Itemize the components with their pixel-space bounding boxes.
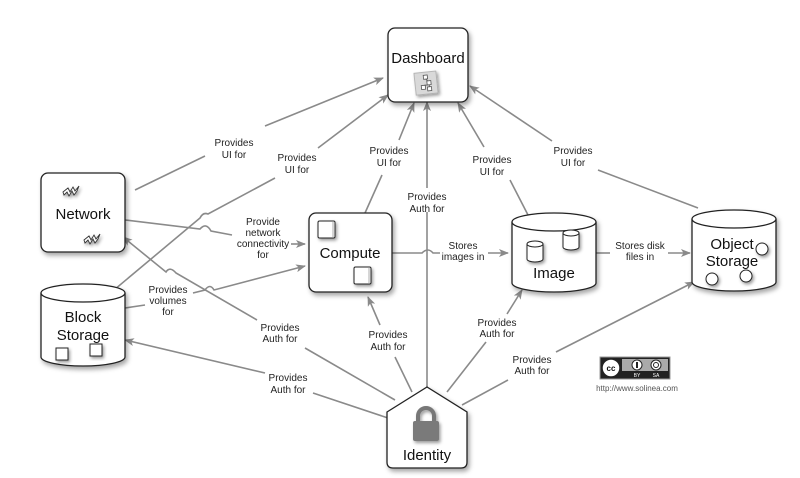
- edge-line: [367, 296, 381, 326]
- edge-line: [134, 155, 206, 191]
- edge-line: [124, 338, 266, 374]
- block-storage-cylinder-top: [40, 283, 126, 303]
- cc-icon: [601, 358, 621, 378]
- disk-icon: [526, 229, 580, 263]
- lightning-icon: [62, 185, 80, 197]
- compute-label: Compute: [320, 245, 381, 262]
- edge-line: [461, 379, 509, 406]
- node-dashboard[interactable]: Dashboard: [387, 27, 469, 103]
- edge-line: [509, 179, 529, 216]
- edge-line: [304, 347, 396, 401]
- edge-line: [555, 281, 695, 353]
- volume-icon: [55, 343, 103, 361]
- network-label: Network: [55, 206, 111, 223]
- edge-line: [124, 304, 146, 309]
- edge-line: [392, 249, 440, 254]
- server-icon: [317, 220, 372, 285]
- sa-text: SA: [653, 373, 660, 379]
- edge-line: [192, 264, 306, 294]
- node-compute[interactable]: Compute: [308, 212, 393, 293]
- by-text: BY: [634, 373, 641, 379]
- edge-line: [506, 289, 523, 315]
- edge-line: [469, 85, 553, 142]
- edge-line: [446, 341, 487, 393]
- edge-line: [317, 94, 389, 149]
- node-identity[interactable]: Identity: [386, 386, 468, 469]
- cc-license-badge[interactable]: cc BY SA: [599, 356, 671, 380]
- edge-line: [124, 219, 233, 236]
- network-box: [40, 172, 126, 253]
- lock-icon: [413, 406, 439, 441]
- credit-url[interactable]: http://www.solinea.com: [596, 384, 678, 393]
- node-network[interactable]: Network: [40, 172, 126, 253]
- edge-line: [107, 177, 276, 296]
- edge-line: [398, 102, 415, 141]
- dashboard-label: Dashboard: [391, 50, 464, 67]
- cc-text: cc: [607, 364, 616, 373]
- edge-line: [364, 174, 383, 214]
- object-storage-cylinder-top: [691, 209, 777, 229]
- image-cylinder-top: [511, 212, 597, 232]
- image-label: Image: [533, 265, 575, 282]
- dashboard-box: [387, 27, 469, 103]
- edge-line: [394, 356, 413, 393]
- edge-line: [122, 236, 258, 321]
- identity-label: Identity: [403, 447, 452, 464]
- sa-inner: [653, 362, 659, 368]
- edge-line: [312, 392, 389, 419]
- sitemap-icon: [413, 70, 439, 96]
- object-icon: [705, 242, 769, 286]
- node-image[interactable]: Image: [511, 212, 597, 293]
- by-figure: [636, 362, 638, 368]
- edge-line: [264, 77, 384, 127]
- lightning-icon: [83, 233, 101, 245]
- edge-line: [457, 102, 485, 148]
- edge-line: [597, 169, 699, 209]
- sa-share-alike-icon: [650, 359, 662, 371]
